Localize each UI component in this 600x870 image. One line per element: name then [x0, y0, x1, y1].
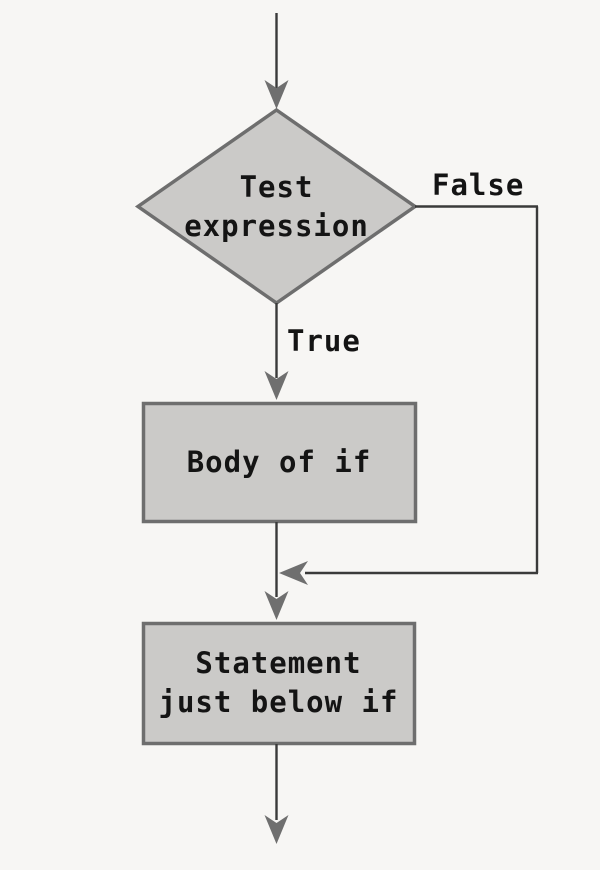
- decision-label-text: Test expression: [184, 169, 369, 243]
- process-next-label: Statement just below if: [143, 623, 414, 743]
- true-branch-label: True: [287, 324, 361, 358]
- arrowhead-down-body-icon: [264, 371, 289, 400]
- arrowhead-down-entry-icon: [264, 80, 289, 109]
- arrowhead-left-merge-icon: [279, 561, 308, 585]
- process-body-label-text: Body of if: [186, 444, 372, 479]
- arrowhead-down-exit-icon: [264, 815, 289, 844]
- arrowhead-down-next-icon: [264, 591, 289, 620]
- process-body-shape: [141, 401, 418, 524]
- process-next-label-text: Statement just below if: [158, 646, 399, 719]
- process-body-label: Body of if: [143, 403, 415, 521]
- decision-label: Test expression: [138, 114, 415, 299]
- process-next-shape: [141, 621, 417, 746]
- false-branch-label: False: [432, 168, 525, 202]
